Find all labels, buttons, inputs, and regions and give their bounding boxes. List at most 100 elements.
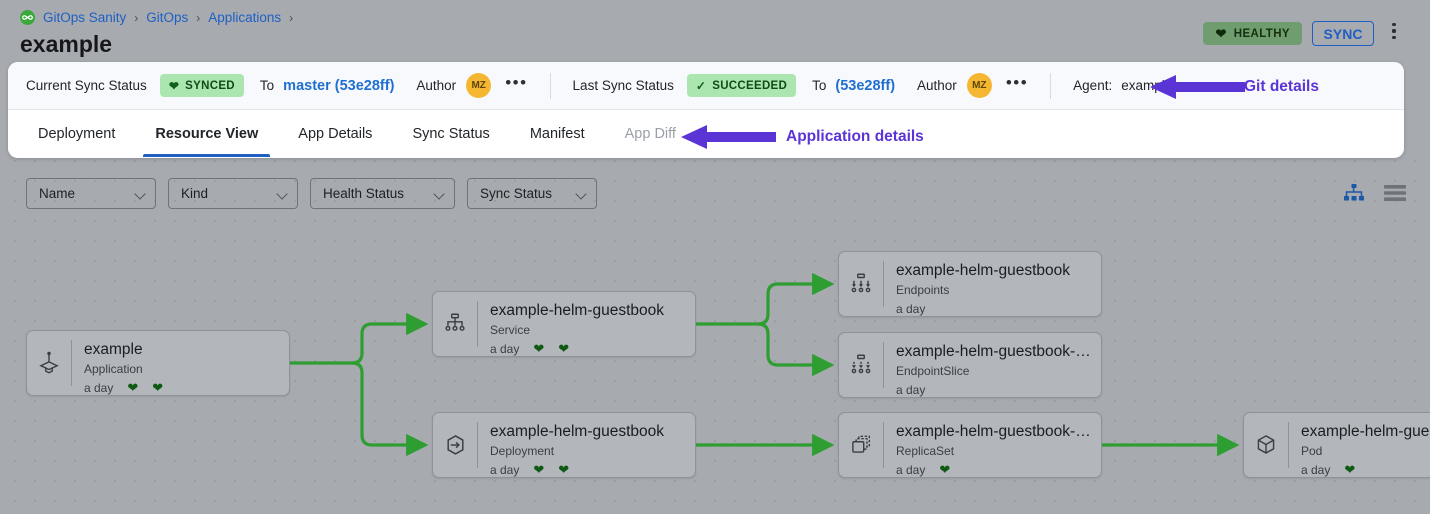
filter-health-status-label: Health Status <box>323 186 405 201</box>
chevron-down-icon <box>435 189 445 199</box>
current-sync-status-chip: ❤ SYNCED <box>159 74 244 97</box>
sync-button[interactable]: SYNC <box>1312 21 1374 46</box>
breadcrumb-separator: › <box>134 10 139 25</box>
resource-graph-canvas[interactable] <box>0 160 1430 514</box>
node-divider <box>1288 422 1289 468</box>
sync-button-label: SYNC <box>1323 25 1363 42</box>
chevron-down-icon <box>278 189 288 199</box>
last-to-word: To <box>812 78 827 93</box>
argo-application-icon <box>27 331 71 395</box>
graph-node-endpoints[interactable]: example-helm-guestbook Endpoints a day <box>838 251 1102 317</box>
page-title: example <box>20 31 113 57</box>
current-revision-link[interactable]: master (53e28ff) <box>283 77 395 94</box>
filter-name[interactable]: Name <box>26 178 156 209</box>
graph-node-service[interactable]: example-helm-guestbook Service a day ❤ ❤ <box>432 291 696 357</box>
node-title: example-helm-guestbook-74… <box>896 423 1091 440</box>
node-title: example <box>84 341 143 358</box>
health-heart-icon: ❤ <box>1344 462 1356 477</box>
node-age: a day <box>896 462 926 477</box>
status-badge-healthy: ❤ HEALTHY <box>1203 22 1302 45</box>
pod-icon <box>1244 413 1288 477</box>
replicaset-icon <box>839 413 883 477</box>
breadcrumb: GitOps Sanity › GitOps › Applications › <box>20 10 293 25</box>
health-heart-icon: ❤ <box>939 462 951 477</box>
filter-kind-label: Kind <box>181 186 209 201</box>
service-icon <box>433 292 477 356</box>
gitops-logo-icon <box>20 10 35 25</box>
tab-sync-status-label: Sync Status <box>412 125 490 142</box>
tab-app-details-label: App Details <box>298 125 373 142</box>
sync-heart-icon: ❤ <box>558 341 570 356</box>
tab-manifest[interactable]: Manifest <box>518 110 597 157</box>
divider <box>549 72 551 99</box>
last-author-label: Author <box>917 78 957 93</box>
filter-kind[interactable]: Kind <box>168 178 298 209</box>
node-age: a day <box>896 382 926 397</box>
tab-app-diff: App Diff <box>613 110 688 157</box>
heart-icon: ❤ <box>1215 26 1227 41</box>
filter-health-status[interactable]: Health Status <box>310 178 455 209</box>
tab-app-details[interactable]: App Details <box>286 110 384 157</box>
graph-node-replicaset[interactable]: example-helm-guestbook-74… ReplicaSet a … <box>838 412 1102 478</box>
node-age: a day <box>896 301 926 316</box>
sync-heart-icon: ❤ <box>558 462 570 477</box>
list-view-icon[interactable] <box>1384 184 1406 207</box>
filter-name-label: Name <box>39 186 76 201</box>
agent-label: Agent: <box>1073 78 1113 93</box>
resource-filter-bar: Name Kind Health Status Sync Status <box>26 178 597 209</box>
current-sync-status-label: Current Sync Status <box>26 78 147 93</box>
heart-icon: ❤ <box>168 78 180 93</box>
graph-node-endpointslice[interactable]: example-helm-guestbook-ct… EndpointSlice… <box>838 332 1102 398</box>
health-heart-icon: ❤ <box>533 341 545 356</box>
avatar: MZ <box>466 73 492 98</box>
tab-resource-view[interactable]: Resource View <box>143 110 271 157</box>
filter-sync-status[interactable]: Sync Status <box>467 178 597 209</box>
node-title: example-helm-guestbook <box>896 262 1071 279</box>
tab-sync-status[interactable]: Sync Status <box>400 110 501 157</box>
node-kind: ReplicaSet <box>896 444 955 459</box>
view-mode-toggles <box>1344 184 1406 207</box>
node-kind: Application <box>84 362 143 377</box>
tab-deployment[interactable]: Deployment <box>26 110 127 157</box>
tree-view-icon[interactable] <box>1344 184 1364 207</box>
node-kind: Service <box>490 323 531 338</box>
sync-heart-icon: ❤ <box>152 380 164 395</box>
graph-node-pod[interactable]: example-helm-guest Pod a day ❤ <box>1243 412 1430 478</box>
deployment-icon <box>433 413 477 477</box>
tab-deployment-label: Deployment <box>38 125 116 142</box>
node-title: example-helm-guestbook <box>490 302 665 319</box>
chevron-down-icon <box>577 189 587 199</box>
breadcrumb-item-gitops[interactable]: GitOps <box>146 10 189 25</box>
node-age: a day <box>490 462 520 477</box>
endpointslice-icon <box>839 333 883 397</box>
node-divider <box>883 342 884 388</box>
kebab-menu-icon[interactable] <box>1386 20 1402 42</box>
chevron-down-icon <box>136 189 146 199</box>
node-age: a day <box>84 380 114 395</box>
node-kind: Pod <box>1301 444 1323 459</box>
last-revision-link[interactable]: (53e28ff) <box>835 77 896 94</box>
breadcrumb-item-applications[interactable]: Applications <box>208 10 282 25</box>
node-title: example-helm-guestbook-ct… <box>896 343 1091 360</box>
status-badge-healthy-label: HEALTHY <box>1233 27 1290 40</box>
ellipsis-icon[interactable]: ••• <box>1005 73 1029 92</box>
avatar: MZ <box>966 73 992 98</box>
annotation-arrow-application-details <box>681 125 776 149</box>
last-sync-status-chip: ✓ SUCCEEDED <box>686 74 797 97</box>
endpoints-icon <box>839 252 883 316</box>
application-summary-panel: Current Sync Status ❤ SYNCED To master (… <box>8 62 1404 158</box>
check-circle-icon: ✓ <box>695 78 707 93</box>
graph-node-application[interactable]: example Application a day ❤ ❤ <box>26 330 290 396</box>
divider <box>1050 72 1052 99</box>
tab-app-diff-label: App Diff <box>624 125 676 142</box>
breadcrumb-item-gitops-sanity[interactable]: GitOps Sanity <box>43 10 127 25</box>
node-title: example-helm-guestbook <box>490 423 665 440</box>
application-tabs: Deployment Resource View App Details Syn… <box>8 110 1404 157</box>
node-kind: EndpointSlice <box>896 364 970 379</box>
annotation-label-git-details: Git details <box>1244 78 1319 95</box>
current-author-label: Author <box>416 78 457 93</box>
ellipsis-icon[interactable]: ••• <box>505 73 528 92</box>
graph-node-deployment[interactable]: example-helm-guestbook Deployment a day … <box>432 412 696 478</box>
annotation-arrow-git-details <box>1150 75 1245 99</box>
